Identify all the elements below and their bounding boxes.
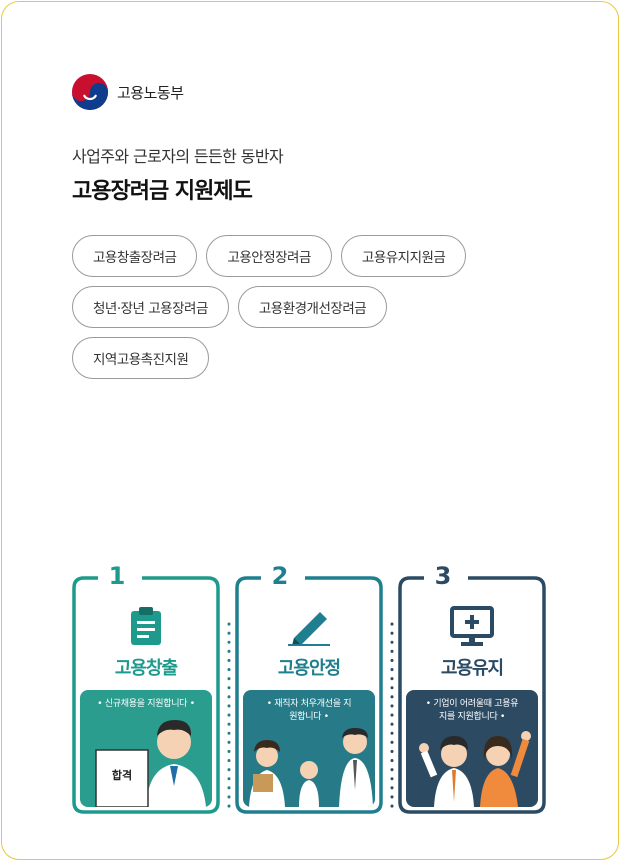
chip-employment-retention[interactable]: 고용유지지원금 <box>340 235 467 277</box>
step-frame <box>398 576 546 814</box>
step-caption: • 기업이 어려울때 고용유지를 지원합니다 • <box>425 699 519 722</box>
page-subtitle: 사업주와 근로자의 든든한 동반자 <box>72 147 284 166</box>
monitor-plus-icon <box>396 606 548 646</box>
step-label: 고용안정 <box>277 658 341 679</box>
step-illustration-panel: • 재직자 처우개선을 지원합니다 • <box>243 690 375 807</box>
chip-employment-creation[interactable]: 고용창출장려금 <box>72 235 198 277</box>
chip-work-environment[interactable]: 고용환경개선장려금 <box>237 286 388 328</box>
chip-employment-stability[interactable]: 고용안정장려금 <box>206 235 332 277</box>
support-steps: 1 고용창출 • 신규채용을 지원합니다 • <box>70 562 548 816</box>
step-illustration-panel: • 신규채용을 지원합니다 • 합격 <box>80 690 212 807</box>
step-frame <box>72 576 220 814</box>
step-caption: • 재직자 처우개선을 지원합니다 • <box>266 699 352 722</box>
step-number: 3 <box>434 562 452 590</box>
step-divider <box>227 622 231 812</box>
pass-badge-text: 합격 <box>111 769 133 782</box>
chip-row: 청년·장년 고용장려금 고용환경개선장려금 <box>72 286 552 328</box>
step-illustration-panel: • 기업이 어려울때 고용유지를 지원합니다 • <box>406 690 538 807</box>
step-employment-stability[interactable]: 2 고용안정 • 재직자 처우개선을 지원합니다 • <box>233 562 385 816</box>
taegeuk-logo-icon <box>71 73 109 111</box>
chip-row: 고용창출장려금 고용안정장려금 고용유지지원금 <box>72 235 552 277</box>
person-with-certificate-icon <box>95 720 206 807</box>
step-label: 고용창출 <box>114 658 178 679</box>
org-name: 고용노동부 <box>117 83 184 102</box>
clipboard-icon <box>70 606 222 646</box>
family-workers-icon <box>249 728 373 807</box>
step-number: 2 <box>271 562 289 590</box>
pencil-icon <box>233 606 385 646</box>
program-chip-list: 고용창출장려금 고용안정장려금 고용유지지원금 청년·장년 고용장려금 고용환경… <box>72 235 552 388</box>
step-divider <box>390 622 394 812</box>
chip-row: 지역고용촉진지원 <box>72 337 552 379</box>
step-label: 고용유지 <box>440 658 504 679</box>
step-employment-creation[interactable]: 1 고용창출 • 신규채용을 지원합니다 • <box>70 562 222 816</box>
page-title: 고용장려금 지원제도 <box>72 179 253 204</box>
step-employment-retention[interactable]: 3 고용유지 • 기업이 어려울때 고용유지를 지원합니다 • <box>396 562 548 816</box>
cheering-workers-icon <box>419 731 531 807</box>
chip-regional-employment[interactable]: 지역고용촉진지원 <box>72 337 210 379</box>
chip-youth-senior[interactable]: 청년·장년 고용장려금 <box>72 286 229 328</box>
org-logo[interactable]: 고용노동부 <box>71 73 184 111</box>
step-frame <box>235 576 383 814</box>
step-number: 1 <box>108 562 126 590</box>
step-caption: • 신규채용을 지원합니다 • <box>97 699 195 709</box>
